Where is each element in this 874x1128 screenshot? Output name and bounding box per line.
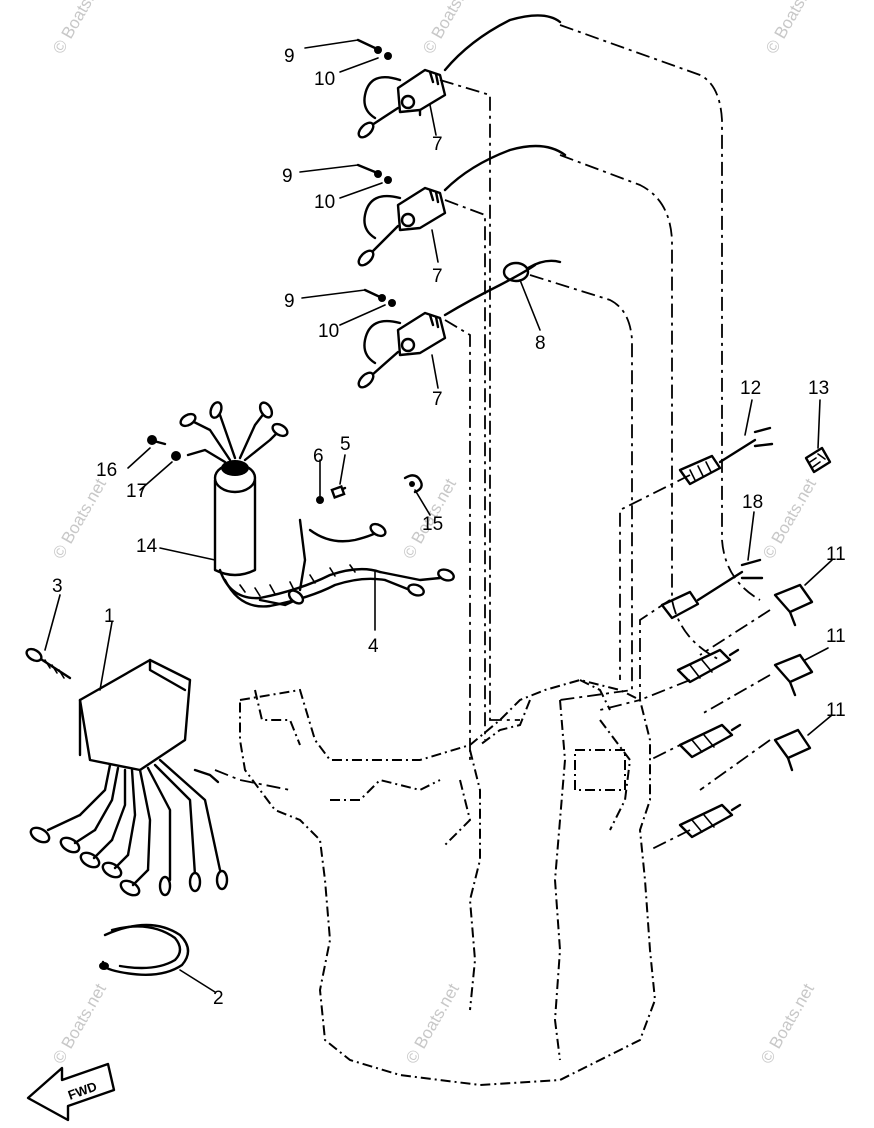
callout-11: 11: [826, 544, 846, 565]
spark-plug-caps: [773, 583, 814, 772]
watermark: © Boats.net: [419, 0, 480, 57]
ignition-coil-2: [357, 144, 567, 267]
callout-17: 17: [126, 481, 147, 502]
callout-13: 13: [808, 378, 829, 399]
grommet: [502, 259, 562, 283]
callout-10: 10: [318, 321, 339, 342]
spark-plugs: [676, 648, 742, 839]
callout-9: 9: [284, 46, 295, 67]
callout-7: 7: [432, 266, 443, 287]
wire-harness: [218, 518, 455, 608]
rectifier-regulator: [179, 401, 289, 577]
callout-11: 11: [826, 626, 846, 647]
callout-labels: 9 10 7 9 10 7 9 10 7 8 12 13 18 11 11 11…: [52, 46, 846, 1009]
callout-10: 10: [314, 192, 335, 213]
callout-4: 4: [368, 636, 379, 657]
ignition-coil-3: [357, 263, 537, 389]
leader-lines: [44, 39, 833, 993]
watermark: © Boats.net: [49, 0, 110, 57]
watermark: © Boats.net: [762, 0, 823, 57]
callout-9: 9: [284, 291, 295, 312]
callout-7: 7: [432, 389, 443, 410]
callout-9: 9: [282, 166, 293, 187]
engine-block-outline: [239, 678, 657, 1087]
callout-14: 14: [136, 536, 158, 557]
forward-arrow-icon: FWD: [26, 1062, 116, 1122]
callout-7: 7: [432, 134, 443, 155]
callout-15: 15: [422, 514, 443, 535]
thermo-sensor: [678, 426, 774, 486]
watermark: © Boats.net: [49, 475, 110, 562]
callout-16: 16: [96, 460, 117, 481]
wire-routes: [214, 24, 771, 851]
callout-5: 5: [340, 434, 351, 455]
watermark: © Boats.net: [759, 475, 820, 562]
watermark: © Boats.net: [402, 980, 463, 1067]
callout-6: 6: [313, 446, 324, 467]
callout-12: 12: [740, 378, 761, 399]
coil-bolts: [356, 38, 396, 307]
ignition-coil-1: [357, 14, 562, 139]
forward-label: FWD: [66, 1079, 99, 1103]
callout-10: 10: [314, 69, 335, 90]
screw: [25, 647, 72, 680]
thermostat-cap: [804, 446, 832, 474]
band-strap: [99, 923, 190, 976]
small-fasteners: [147, 435, 423, 504]
watermark: © Boats.net: [49, 980, 110, 1067]
callout-2: 2: [213, 988, 224, 1009]
callout-8: 8: [535, 333, 546, 354]
callout-11: 11: [826, 700, 846, 721]
sensor-plug: [660, 558, 764, 620]
callout-1: 1: [104, 606, 115, 627]
callout-3: 3: [52, 576, 63, 597]
cdi-unit: [29, 658, 229, 897]
callout-18: 18: [742, 492, 763, 513]
watermark: © Boats.net: [757, 980, 818, 1067]
